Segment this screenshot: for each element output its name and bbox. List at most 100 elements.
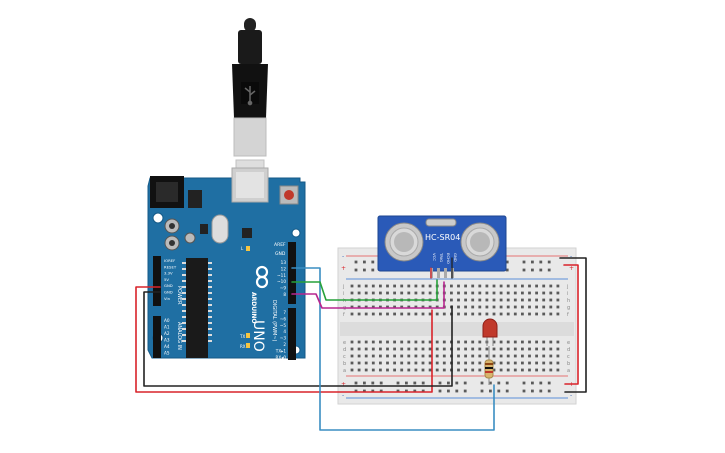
breadboard-hole[interactable] (528, 298, 531, 302)
breadboard-hole[interactable] (556, 291, 560, 295)
breadboard-hole[interactable] (386, 312, 389, 316)
breadboard-hole[interactable] (471, 312, 475, 316)
breadboard-hole[interactable] (407, 340, 411, 344)
breadboard-hole[interactable] (542, 354, 546, 358)
rail-hole[interactable] (371, 381, 375, 385)
breadboard-hole[interactable] (400, 368, 404, 372)
breadboard-hole[interactable] (350, 354, 354, 358)
breadboard-hole[interactable] (386, 354, 389, 358)
breadboard-hole[interactable] (499, 347, 503, 351)
rail-hole[interactable] (531, 381, 534, 385)
breadboard-hole[interactable] (379, 284, 382, 288)
breadboard-hole[interactable] (414, 305, 418, 309)
breadboard-hole[interactable] (499, 361, 503, 365)
breadboard-hole[interactable] (485, 284, 489, 288)
breadboard-hole[interactable] (414, 284, 418, 288)
breadboard-hole[interactable] (435, 340, 439, 344)
breadboard-hole[interactable] (442, 368, 446, 372)
breadboard-hole[interactable] (478, 298, 482, 302)
breadboard-hole[interactable] (556, 284, 560, 288)
rail-hole[interactable] (531, 260, 534, 264)
breadboard-hole[interactable] (485, 347, 489, 351)
breadboard-hole[interactable] (478, 340, 482, 344)
rail-hole[interactable] (455, 389, 459, 393)
breadboard-hole[interactable] (549, 305, 553, 309)
breadboard-hole[interactable] (542, 305, 546, 309)
breadboard-hole[interactable] (535, 298, 538, 302)
rail-hole[interactable] (489, 389, 492, 393)
breadboard-hole[interactable] (428, 312, 432, 316)
breadboard-hole[interactable] (357, 368, 361, 372)
rail-hole[interactable] (480, 389, 484, 393)
breadboard-hole[interactable] (492, 291, 496, 295)
breadboard-hole[interactable] (435, 312, 439, 316)
rail-hole[interactable] (522, 389, 526, 393)
breadboard-hole[interactable] (407, 361, 411, 365)
breadboard-hole[interactable] (549, 354, 553, 358)
breadboard-hole[interactable] (442, 347, 446, 351)
breadboard-hole[interactable] (513, 361, 517, 365)
breadboard-hole[interactable] (528, 291, 531, 295)
breadboard-hole[interactable] (457, 305, 460, 309)
rail-hole[interactable] (371, 389, 375, 393)
breadboard-hole[interactable] (457, 361, 460, 365)
breadboard-hole[interactable] (478, 368, 482, 372)
wire-5v-red[interactable] (135, 286, 433, 393)
rail-hole[interactable] (505, 381, 509, 385)
rail-hole[interactable] (447, 381, 450, 385)
breadboard-hole[interactable] (542, 340, 546, 344)
breadboard-hole[interactable] (485, 291, 489, 295)
rail-hole[interactable] (438, 389, 442, 393)
breadboard-hole[interactable] (478, 312, 482, 316)
breadboard-hole[interactable] (485, 354, 489, 358)
breadboard-hole[interactable] (535, 354, 538, 358)
breadboard-hole[interactable] (379, 368, 382, 372)
breadboard-hole[interactable] (379, 291, 382, 295)
breadboard-hole[interactable] (386, 340, 389, 344)
breadboard-hole[interactable] (535, 340, 538, 344)
rail-hole[interactable] (371, 260, 375, 264)
rail-hole[interactable] (531, 389, 534, 393)
breadboard-hole[interactable] (471, 361, 475, 365)
rail-hole[interactable] (396, 389, 400, 393)
breadboard-hole[interactable] (450, 284, 453, 288)
breadboard-hole[interactable] (485, 305, 489, 309)
breadboard-hole[interactable] (513, 284, 517, 288)
rail-hole[interactable] (497, 381, 501, 385)
breadboard-hole[interactable] (428, 361, 432, 365)
breadboard-hole[interactable] (528, 347, 531, 351)
rail-hole[interactable] (522, 260, 526, 264)
breadboard-hole[interactable] (350, 284, 354, 288)
breadboard-hole[interactable] (464, 368, 467, 372)
wire-rail-black-right[interactable] (559, 257, 587, 393)
breadboard-hole[interactable] (421, 305, 425, 309)
rail-hole[interactable] (505, 268, 509, 272)
breadboard-hole[interactable] (542, 298, 546, 302)
breadboard-hole[interactable] (521, 354, 524, 358)
breadboard-hole[interactable] (485, 312, 489, 316)
breadboard-hole[interactable] (464, 305, 467, 309)
breadboard-hole[interactable] (492, 347, 496, 351)
breadboard-hole[interactable] (478, 305, 482, 309)
breadboard-hole[interactable] (528, 340, 531, 344)
breadboard-hole[interactable] (371, 340, 375, 344)
breadboard-hole[interactable] (414, 354, 418, 358)
breadboard-hole[interactable] (371, 347, 375, 351)
breadboard-hole[interactable] (386, 347, 389, 351)
breadboard-hole[interactable] (428, 340, 432, 344)
breadboard-hole[interactable] (364, 354, 368, 358)
breadboard-hole[interactable] (457, 284, 460, 288)
breadboard-hole[interactable] (393, 312, 396, 316)
breadboard-hole[interactable] (542, 368, 546, 372)
wire-rail-red-right[interactable] (563, 264, 579, 385)
breadboard-hole[interactable] (499, 291, 503, 295)
breadboard-hole[interactable] (400, 340, 404, 344)
breadboard-hole[interactable] (357, 305, 361, 309)
breadboard-hole[interactable] (371, 284, 375, 288)
breadboard-hole[interactable] (393, 354, 396, 358)
breadboard-hole[interactable] (421, 347, 425, 351)
breadboard-hole[interactable] (471, 284, 475, 288)
breadboard-hole[interactable] (542, 347, 546, 351)
wire-pin10-green[interactable] (291, 279, 438, 301)
breadboard-hole[interactable] (513, 305, 517, 309)
